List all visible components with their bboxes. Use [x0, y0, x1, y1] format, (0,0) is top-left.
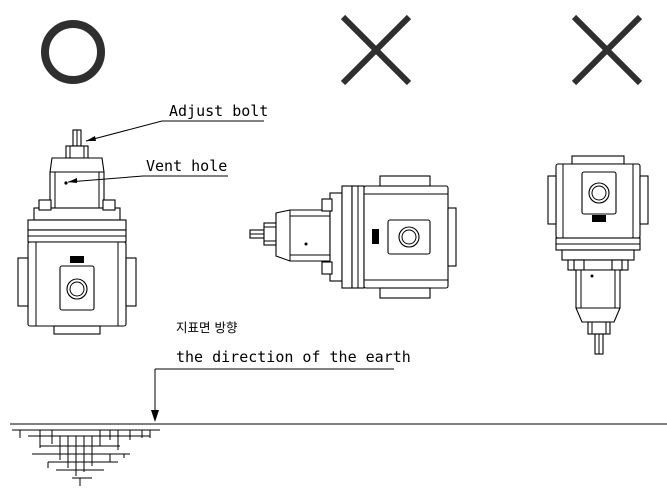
regulator-upright — [17, 129, 137, 335]
adjust-bolt-callout: Adjust bolt — [85, 102, 268, 142]
direction-arrow — [151, 368, 394, 422]
direction-label-english: the direction of the earth — [176, 348, 411, 366]
ng-mark-cross-2 — [571, 14, 643, 86]
vent-hole-callout: Vent hole — [67, 157, 228, 183]
adjust-bolt-label: Adjust bolt — [169, 102, 268, 120]
direction-label-korean: 지표면 방향 — [176, 320, 238, 335]
vent-hole-label: Vent hole — [146, 157, 227, 175]
ng-mark-cross-1 — [340, 14, 412, 86]
regulator-inverted — [547, 155, 649, 355]
ok-mark-circle — [41, 20, 105, 84]
ground-hatch — [12, 429, 160, 486]
regulator-horizontal — [249, 175, 457, 299]
